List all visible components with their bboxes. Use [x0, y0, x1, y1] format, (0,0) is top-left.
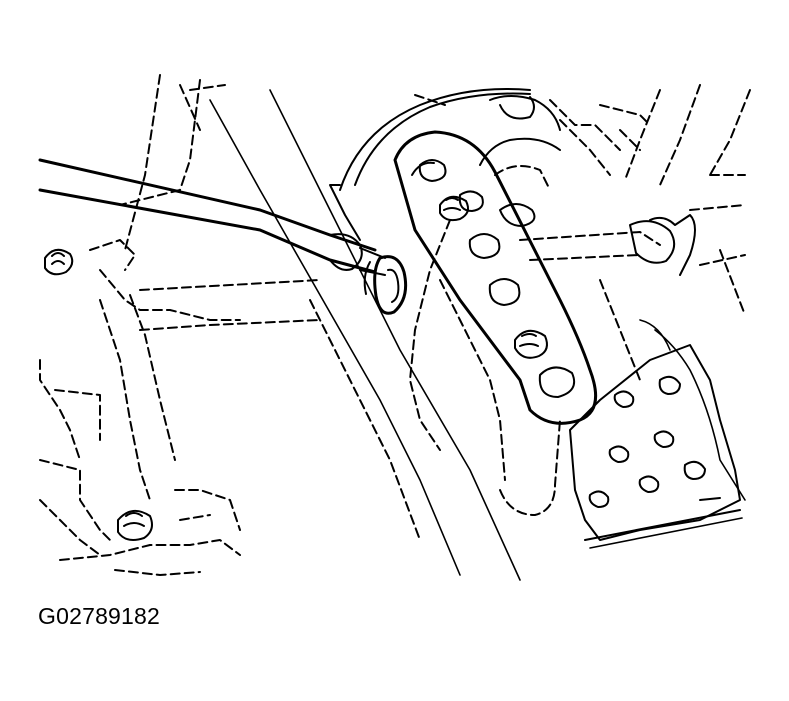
strap-bolt-2-icon — [514, 329, 548, 359]
clip-grommet — [363, 255, 408, 315]
strap-bolt-1-icon — [439, 195, 469, 222]
upper-bracket — [489, 84, 751, 316]
left-bracket-lower — [39, 269, 241, 576]
left-frame-upper — [89, 74, 226, 271]
lower-left-bolt-icon — [117, 509, 153, 541]
screwdriver-icon — [38, 158, 386, 276]
mechanical-diagram — [38, 74, 751, 581]
left-bolt-icon — [44, 248, 74, 276]
cable-arc — [329, 88, 531, 241]
right-tray — [569, 319, 746, 549]
upper-dashed-details — [139, 84, 641, 331]
diagonal-rail — [209, 89, 521, 581]
mechanism-body — [409, 137, 696, 516]
figure-id-label: G02789182 — [38, 603, 161, 629]
strap-holes — [418, 159, 576, 398]
